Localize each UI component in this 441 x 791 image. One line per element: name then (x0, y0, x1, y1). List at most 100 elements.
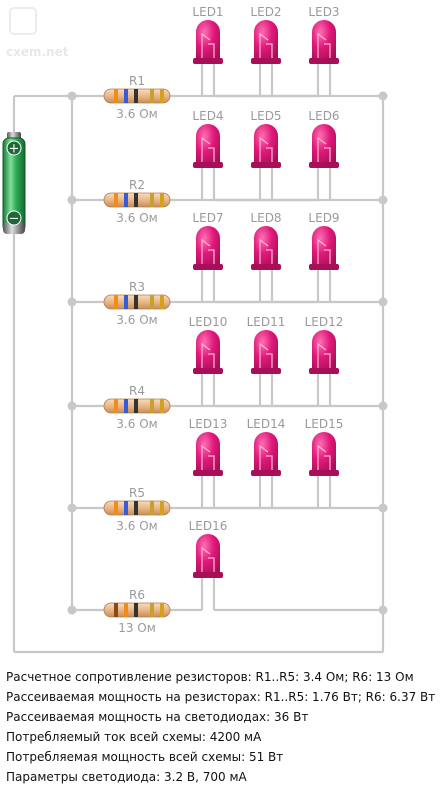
led-inner-lead (259, 32, 269, 58)
junction-node (378, 91, 388, 101)
resistor-band (160, 501, 164, 515)
resistor-value: 3.6 Ом (116, 519, 157, 533)
led-rim (193, 368, 223, 374)
info-resistance: Расчетное сопротивление резисторов: R1..… (6, 670, 414, 684)
junction-nodes (67, 91, 388, 653)
led-label: LED15 (305, 417, 344, 431)
resistor-label: R5 (129, 486, 145, 500)
junction-node (67, 503, 77, 513)
led-rim (193, 58, 223, 64)
led-body (312, 20, 336, 60)
watermark: cxem.net (6, 7, 69, 59)
led-inner-lead (201, 136, 211, 162)
resistor-5: R5 3.6 Ом (103, 486, 171, 533)
resistor-value: 13 Ом (118, 621, 156, 635)
led: LED7 (192, 211, 224, 302)
led-label: LED1 (192, 5, 223, 19)
led-inner-lead (324, 43, 331, 58)
resistor-label: R6 (129, 588, 145, 602)
led: LED11 (247, 315, 286, 406)
junction-node (378, 297, 388, 307)
led-body (312, 330, 336, 370)
led-label: LED10 (189, 315, 228, 329)
resistor-band (124, 193, 128, 207)
led-inner-lead (266, 353, 273, 368)
resistor-band (114, 603, 118, 617)
led: LED13 (189, 417, 228, 508)
led-inner-lead (208, 43, 215, 58)
resistor-2: R23.6 Ом (103, 178, 171, 225)
led-label: LED7 (192, 211, 223, 225)
led-label: LED11 (247, 315, 286, 329)
led-inner-lead (317, 238, 327, 264)
resistor-label: R2 (129, 178, 145, 192)
led: LED15 (305, 417, 344, 508)
led-body (254, 330, 278, 370)
led-inner-lead (208, 353, 215, 368)
led-body (196, 330, 220, 370)
junction-node (67, 605, 77, 615)
led-label: LED14 (247, 417, 286, 431)
led-body (312, 226, 336, 266)
led-rim (309, 162, 339, 168)
resistor-band (114, 193, 118, 207)
info-led-params: Параметры светодиода: 3.2 В, 700 мА (6, 770, 247, 784)
led-inner-lead (266, 455, 273, 470)
resistor-label: R4 (129, 384, 145, 398)
led-inner-lead (259, 342, 269, 368)
resistor-band (114, 295, 118, 309)
resistor-4: R43.6 Ом (103, 384, 171, 431)
resistor-3: R33.6 Ом (103, 280, 171, 327)
info-led-power: Рассеиваемая мощность на светодиодах: 36… (6, 710, 309, 724)
led-inner-lead (201, 546, 211, 572)
resistor-band (134, 89, 138, 103)
led-inner-lead (317, 32, 327, 58)
resistor-band (124, 399, 128, 413)
led-body (196, 432, 220, 472)
led-rim (251, 58, 281, 64)
led-inner-lead (317, 444, 327, 470)
led-body (196, 534, 220, 574)
battery: +− (2, 132, 26, 234)
resistor-label: R1 (129, 74, 145, 88)
resistor-value: 3.6 Ом (116, 107, 157, 121)
led: LED2 (250, 5, 282, 96)
led-label: LED3 (308, 5, 339, 19)
led-label: LED6 (308, 109, 339, 123)
led-inner-lead (324, 455, 331, 470)
led: LED10 (189, 315, 228, 406)
resistor-band (134, 295, 138, 309)
led-inner-lead (259, 238, 269, 264)
led-inner-lead (317, 136, 327, 162)
led-rim (193, 470, 223, 476)
led-inner-lead (317, 342, 327, 368)
watermark-logo (9, 7, 37, 35)
led-label: LED13 (189, 417, 228, 431)
led-inner-lead (259, 444, 269, 470)
led-inner-lead (208, 147, 215, 162)
led-rim (193, 572, 223, 578)
resistor-band (124, 89, 128, 103)
led-body (254, 20, 278, 60)
resistor-band (160, 193, 164, 207)
led: LED1 (192, 5, 224, 96)
junction-node (378, 503, 388, 513)
junction-node (378, 401, 388, 411)
resistor-band (150, 193, 154, 207)
led-inner-lead (259, 136, 269, 162)
resistor-band (160, 399, 164, 413)
led-body (196, 124, 220, 164)
led-body (196, 226, 220, 266)
junction-node (67, 91, 77, 101)
resistor-label: R3 (129, 280, 145, 294)
led-label: LED2 (250, 5, 281, 19)
led: LED14 (247, 417, 286, 508)
battery-minus-sign: − (9, 212, 20, 227)
led-body (312, 124, 336, 164)
resistor-band (134, 603, 138, 617)
led-inner-lead (324, 249, 331, 264)
info-resistor-power: Рассеиваемая мощность на резисторах: R1.… (6, 690, 436, 704)
led-label: LED12 (305, 315, 344, 329)
